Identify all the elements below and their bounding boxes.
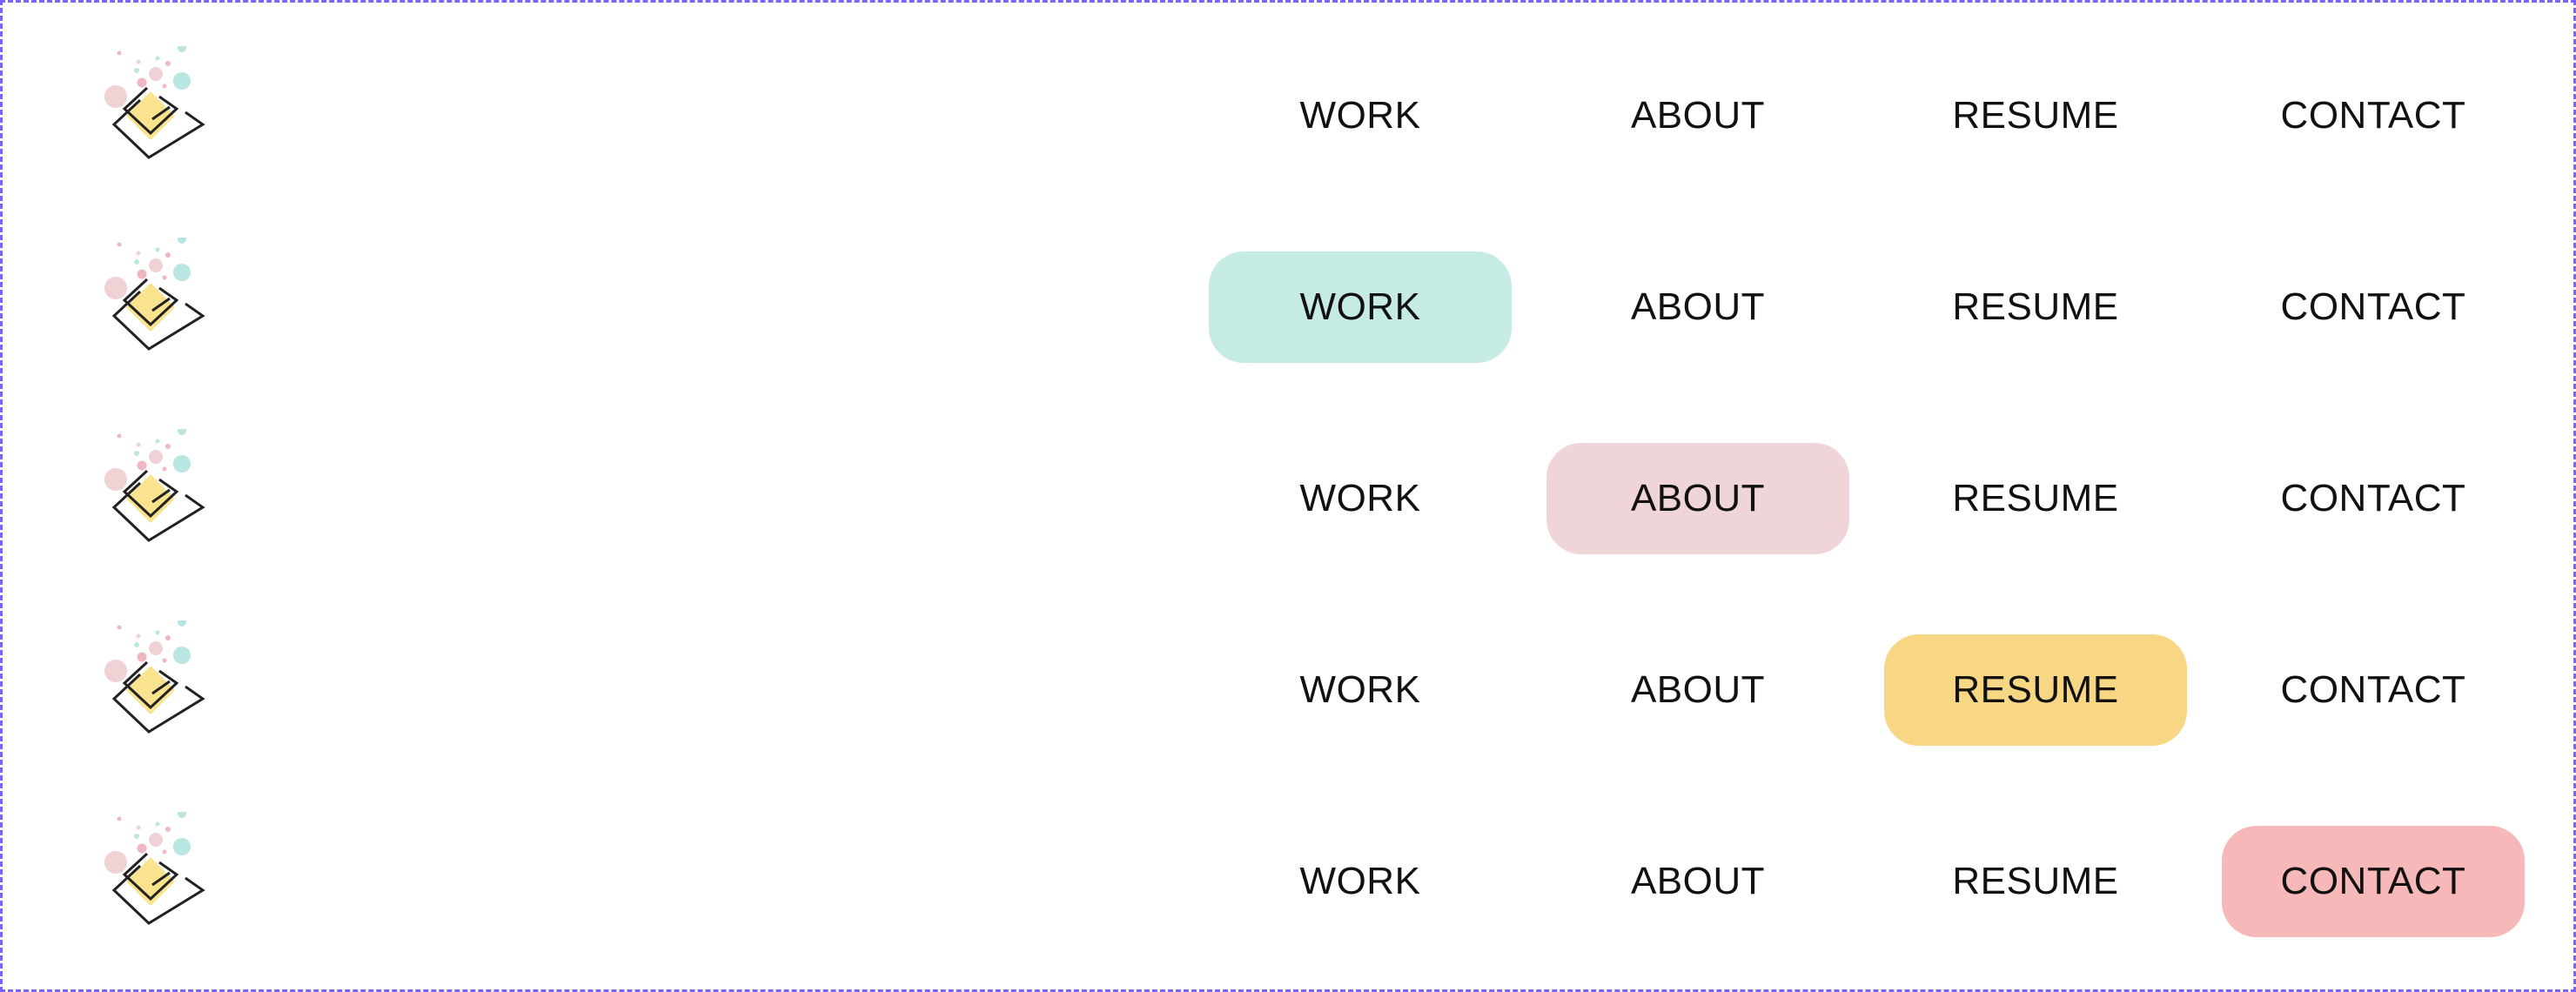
nav-work[interactable]: WORK xyxy=(1299,860,1421,902)
logo-graphic xyxy=(104,812,205,925)
navbar-work-active: WORK ABOUT RESUME CONTACT xyxy=(3,194,2573,385)
nav-about[interactable]: ABOUT xyxy=(1630,94,1766,137)
navbar-about-active: WORK ABOUT RESUME CONTACT xyxy=(3,385,2573,577)
logo-graphic xyxy=(104,429,205,542)
nav-resume[interactable]: RESUME xyxy=(1952,285,2119,328)
nav-contact[interactable]: CONTACT xyxy=(2280,477,2466,519)
navbar-contact-active: WORK ABOUT RESUME CONTACT xyxy=(3,768,2573,960)
nav-about[interactable]: ABOUT xyxy=(1546,443,1849,554)
nav-work[interactable]: WORK xyxy=(1299,477,1421,519)
logo-graphic xyxy=(104,238,205,351)
navbar-default: WORK ABOUT RESUME CONTACT xyxy=(3,3,2573,194)
nav-resume[interactable]: RESUME xyxy=(1952,860,2119,902)
nav-resume[interactable]: RESUME xyxy=(1952,477,2119,519)
nav-work[interactable]: WORK xyxy=(1209,251,1512,363)
logo-graphic xyxy=(104,620,205,734)
diamond-bubbles-logo-icon[interactable] xyxy=(90,812,220,942)
diamond-bubbles-logo-icon[interactable] xyxy=(90,46,220,177)
nav-about[interactable]: ABOUT xyxy=(1630,668,1766,711)
nav-contact[interactable]: CONTACT xyxy=(2280,94,2466,137)
nav-work[interactable]: WORK xyxy=(1299,94,1421,137)
nav-about[interactable]: ABOUT xyxy=(1630,860,1766,902)
logo-graphic xyxy=(104,46,205,159)
nav-resume[interactable]: RESUME xyxy=(1952,94,2119,137)
nav-contact[interactable]: CONTACT xyxy=(2280,668,2466,711)
navbar-resume-active: WORK ABOUT RESUME CONTACT xyxy=(3,577,2573,768)
diamond-bubbles-logo-icon[interactable] xyxy=(90,238,220,368)
nav-about[interactable]: ABOUT xyxy=(1630,285,1766,328)
diamond-bubbles-logo-icon[interactable] xyxy=(90,429,220,560)
nav-contact[interactable]: CONTACT xyxy=(2280,285,2466,328)
nav-resume[interactable]: RESUME xyxy=(1884,634,2187,746)
nav-contact[interactable]: CONTACT xyxy=(2222,826,2525,937)
diamond-bubbles-logo-icon[interactable] xyxy=(90,620,220,751)
nav-work[interactable]: WORK xyxy=(1299,668,1421,711)
